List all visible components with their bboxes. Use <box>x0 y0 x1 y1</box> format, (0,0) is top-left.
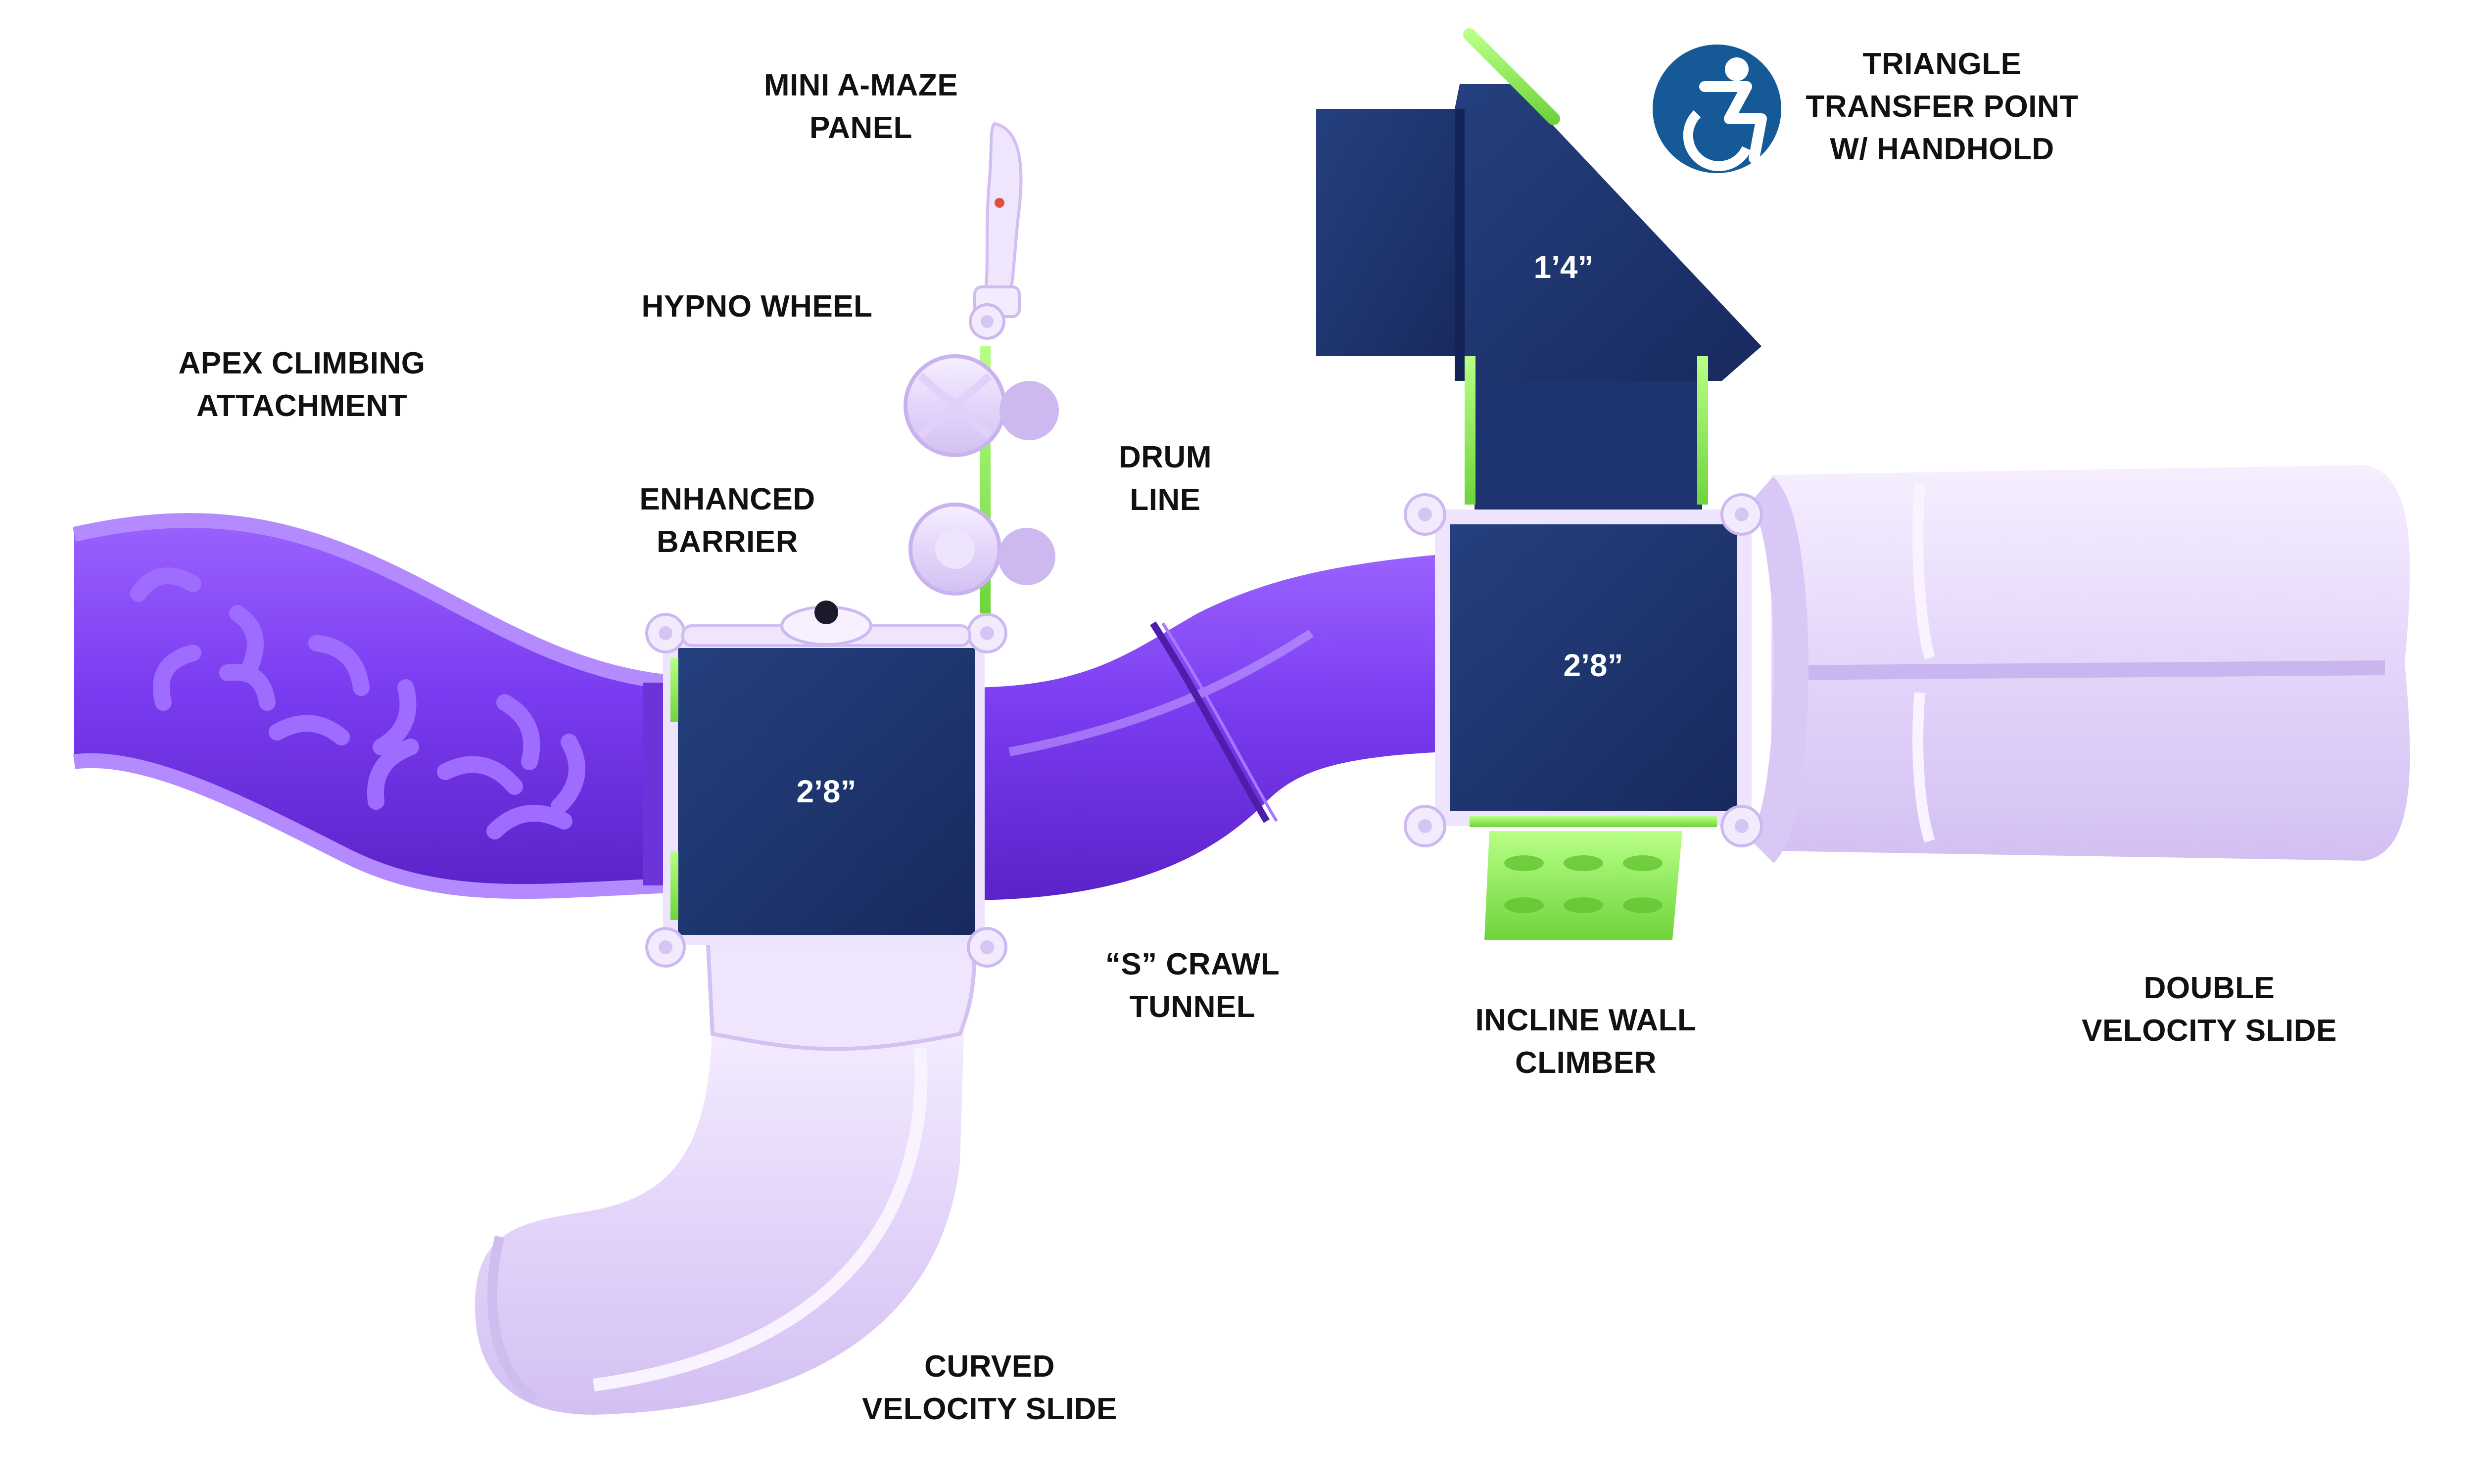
label-mini-amaze-line2: PANEL <box>809 111 913 145</box>
label-incline-line2: CLIMBER <box>1515 1046 1657 1080</box>
label-apex-line2: ATTACHMENT <box>196 389 408 423</box>
double-velocity-slide <box>1748 465 2410 863</box>
label-triangle-line2: TRANSFER POINT <box>1806 90 2079 124</box>
label-curved-velocity-slide: CURVED VELOCITY SLIDE <box>862 1345 1117 1431</box>
right-deck <box>1404 493 1763 847</box>
label-hypno-wheel: HYPNO WHEEL <box>641 285 872 328</box>
label-triangle-line1: TRIANGLE <box>1862 47 2022 81</box>
label-double-line2: VELOCITY SLIDE <box>2082 1014 2337 1048</box>
label-mini-amaze-panel: MINI A-MAZE PANEL <box>764 64 958 149</box>
label-apex-line1: APEX CLIMBING <box>178 346 426 380</box>
enhanced-barrier <box>681 601 971 647</box>
label-double-velocity-slide: DOUBLE VELOCITY SLIDE <box>2082 967 2337 1052</box>
label-enhanced-line2: BARRIER <box>657 525 798 559</box>
label-triangle-transfer-point: TRIANGLE TRANSFER POINT W/ HANDHOLD <box>1806 43 2078 171</box>
label-enhanced-line1: ENHANCED <box>639 482 815 516</box>
label-mini-amaze-line1: MINI A-MAZE <box>763 68 958 102</box>
incline-wall-climber <box>1484 831 1682 940</box>
left-deck-height: 2’8” <box>796 774 856 809</box>
label-incline-wall-climber: INCLINE WALL CLIMBER <box>1475 999 1697 1084</box>
mini-amaze-panel <box>969 122 1023 340</box>
label-s-crawl-tunnel: “S” CRAWL TUNNEL <box>1105 943 1280 1028</box>
label-curved-line1: CURVED <box>924 1349 1055 1384</box>
label-drum-line1: DRUM <box>1119 440 1212 474</box>
s-crawl-tunnel <box>965 554 1445 900</box>
right-deck-height: 2’8” <box>1563 648 1623 683</box>
label-crawl-line1: “S” CRAWL <box>1105 947 1280 981</box>
apex-climbing-attachment <box>72 513 678 899</box>
transfer-deck-height: 1’4” <box>1533 249 1594 285</box>
hypno-wheel <box>904 354 1059 457</box>
curved-velocity-slide <box>475 933 976 1415</box>
label-curved-line2: VELOCITY SLIDE <box>862 1392 1117 1426</box>
label-drum-line: DRUM LINE <box>1119 436 1212 521</box>
drum-line <box>908 503 1055 596</box>
label-double-line1: DOUBLE <box>2143 971 2275 1005</box>
label-hypno-wheel-line1: HYPNO WHEEL <box>641 289 873 324</box>
wheelchair-accessibility-icon <box>1653 45 1781 173</box>
label-triangle-line3: W/ HANDHOLD <box>1830 132 2054 166</box>
label-apex-climbing-attachment: APEX CLIMBING ATTACHMENT <box>178 342 425 427</box>
label-enhanced-barrier: ENHANCED BARRIER <box>639 478 815 563</box>
label-crawl-line2: TUNNEL <box>1129 990 1256 1024</box>
label-drum-line2: LINE <box>1130 483 1201 517</box>
triangle-transfer-point <box>1316 28 1761 514</box>
label-incline-line1: INCLINE WALL <box>1475 1003 1697 1037</box>
